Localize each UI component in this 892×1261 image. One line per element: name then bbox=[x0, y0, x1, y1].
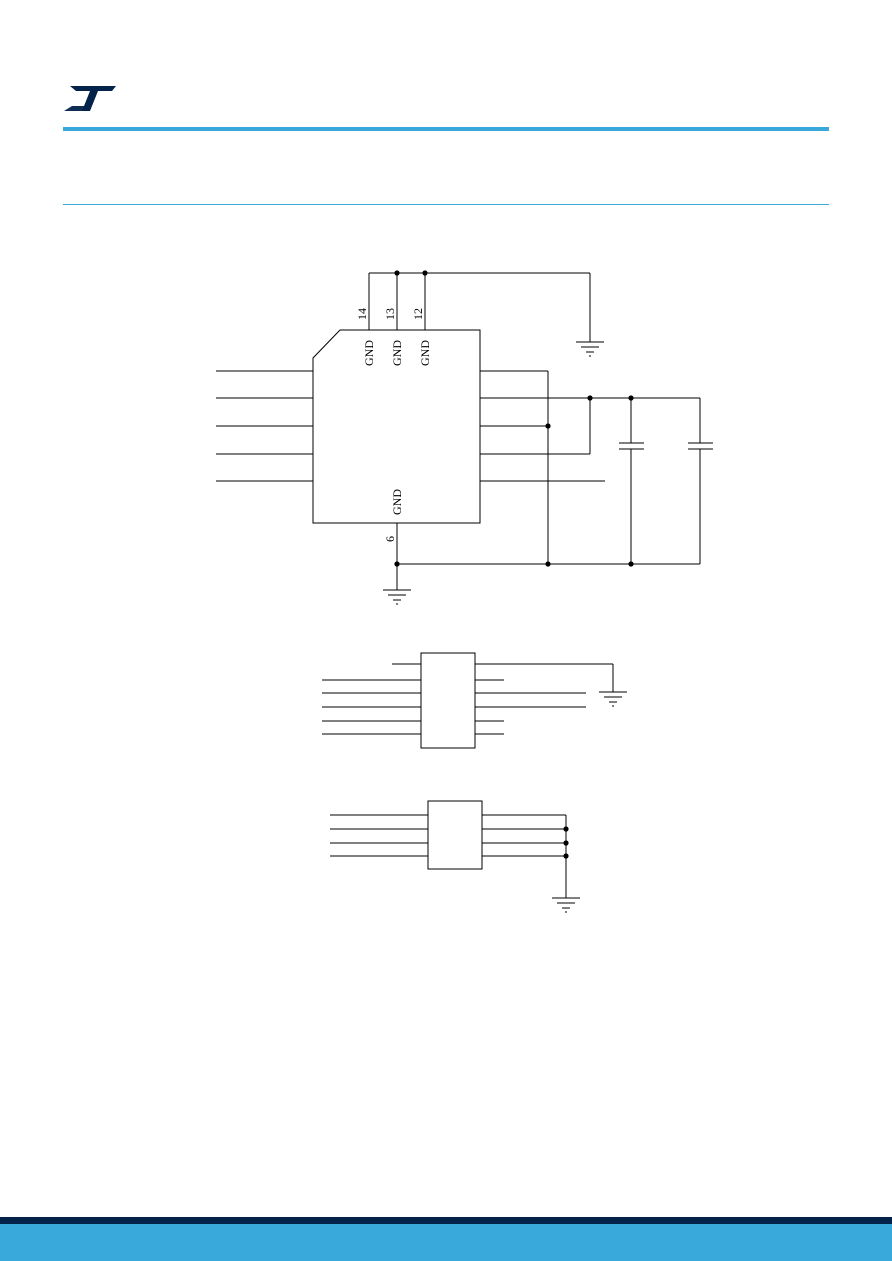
third-ic-circuit bbox=[330, 800, 567, 898]
second-ic-body bbox=[420, 652, 476, 749]
st-logo-icon bbox=[64, 86, 116, 111]
pin-label-gnd-14: GND bbox=[362, 340, 376, 366]
pin-number-6: 6 bbox=[383, 536, 397, 542]
ground-symbol-bottom bbox=[383, 589, 411, 605]
ground-symbol-lower bbox=[552, 897, 580, 913]
header-rule bbox=[63, 127, 829, 131]
pin-label-gnd-12: GND bbox=[418, 340, 432, 366]
junction-dots bbox=[394, 270, 634, 859]
third-ic-body bbox=[427, 800, 483, 870]
footer-band-dark bbox=[0, 1217, 892, 1224]
ground-symbol-top bbox=[576, 341, 604, 357]
pin-label-gnd-6: GND bbox=[390, 489, 404, 515]
second-ic-circuit bbox=[322, 652, 614, 749]
footer-band-light bbox=[0, 1224, 892, 1261]
pin-number-12: 12 bbox=[411, 308, 425, 320]
title-rule bbox=[63, 204, 829, 205]
ground-symbol-middle bbox=[599, 691, 627, 707]
pin-number-13: 13 bbox=[383, 308, 397, 320]
main-ic-circuit bbox=[216, 272, 713, 590]
pin-label-gnd-13: GND bbox=[390, 340, 404, 366]
pin-number-14: 14 bbox=[355, 308, 369, 320]
